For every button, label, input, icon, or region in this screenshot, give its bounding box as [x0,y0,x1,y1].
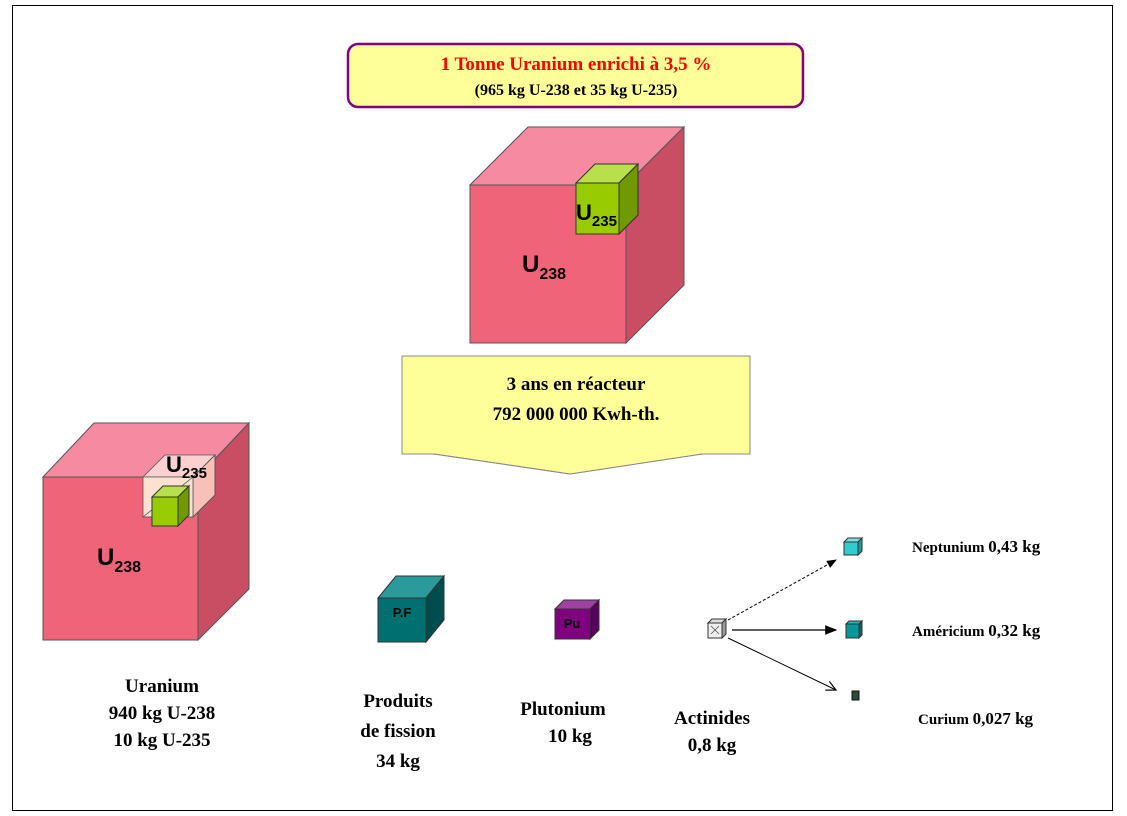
reactor-line-1: 3 ans en réacteur [507,374,646,395]
actinides-caption: Actinides 0,8 kg [674,708,750,756]
plutonium-caption: Plutonium 10 kg [520,699,606,747]
arrow-to-neptunium [727,559,837,621]
svg-text:34 kg: 34 kg [376,751,420,772]
svg-text:10 kg U-235: 10 kg U-235 [113,730,210,751]
pu-label: Pu [564,616,581,631]
title-box: 1 Tonne Uranium enrichi à 3,5 % (965 kg … [346,42,805,109]
u235-small-cube [150,484,191,528]
arrow-to-curium [727,637,836,690]
svg-text:10 kg: 10 kg [548,726,592,747]
americium-label: Américium 0,32 kg [912,621,1041,640]
reactor-arrow: 3 ans en réacteur 792 000 000 Kwh-th. [401,355,751,475]
svg-text:Plutonium: Plutonium [520,699,606,720]
curium-label: Curium 0,027 kg [918,709,1034,728]
subtitle-text: (965 kg U-238 et 35 kg U-235) [475,82,678,99]
svg-text:Produits: Produits [363,691,432,712]
u238-label-spent: U238 [97,544,141,576]
svg-text:Uranium: Uranium [125,676,199,697]
actinides-cube [706,617,728,640]
u235-cube [574,162,640,236]
uranium-caption: Uranium 940 kg U-238 10 kg U-235 [109,676,216,751]
fission-caption: Produits de fission 34 kg [360,691,436,772]
americium-cube [844,619,864,640]
u235-label: U235 [576,200,617,230]
pf-label: P.F [393,605,412,620]
svg-text:0,8 kg: 0,8 kg [688,735,737,756]
svg-text:de fission: de fission [360,721,436,742]
neptunium-label: Neptunium 0,43 kg [912,537,1041,556]
spent-uranium-cube: U235 U238 [41,421,251,642]
u238-label: U238 [522,251,566,283]
title-text: 1 Tonne Uranium enrichi à 3,5 % [441,54,712,75]
svg-text:940 kg U-238: 940 kg U-238 [109,703,216,724]
reactor-line-2: 792 000 000 Kwh-th. [493,404,660,425]
plutonium-cube: Pu [553,598,601,641]
neptunium-cube [842,536,864,557]
curium-cube [851,690,860,701]
fission-products-cube: P.F [376,574,446,644]
svg-text:Actinides: Actinides [674,708,750,729]
fresh-fuel-cube: U235 U238 [468,125,686,345]
u235-label-spent: U235 [166,452,207,482]
